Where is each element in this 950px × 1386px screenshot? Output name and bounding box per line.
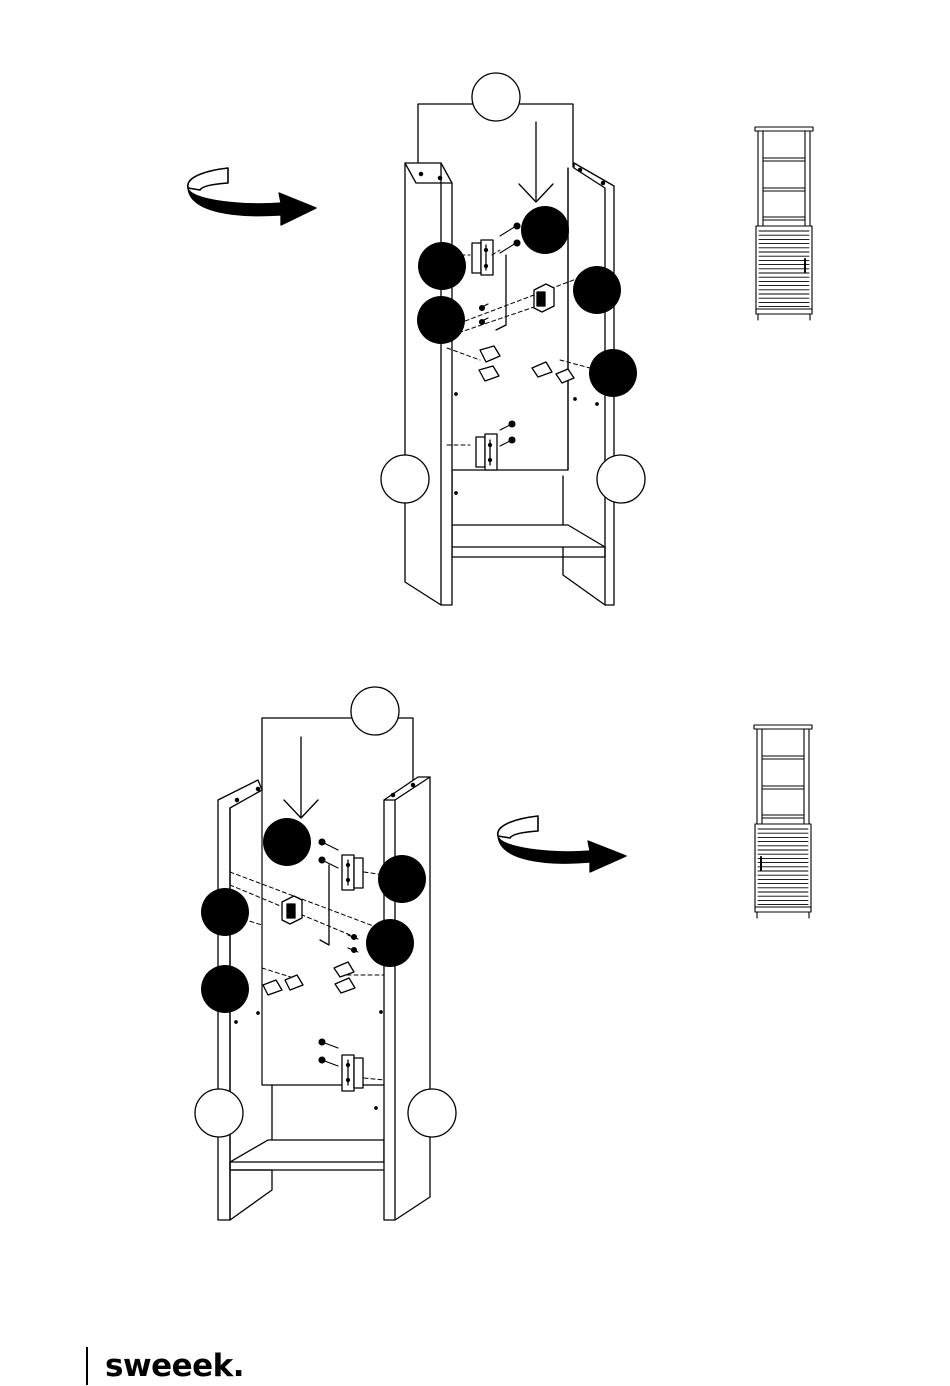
catch-block bbox=[282, 896, 302, 924]
part-label-circle-right bbox=[597, 455, 645, 503]
bottom-shelf bbox=[230, 1140, 384, 1170]
rotate-arrow-icon bbox=[188, 168, 316, 225]
guide-line-solid bbox=[320, 865, 329, 945]
hinge-upper bbox=[342, 855, 363, 890]
brand-name: sweeek. bbox=[105, 1351, 244, 1382]
insert-arrow-icon bbox=[284, 737, 318, 818]
brand-logo: sweeek. bbox=[86, 1346, 244, 1386]
part-label-circle-right bbox=[408, 1089, 456, 1137]
brand-divider bbox=[86, 1347, 88, 1385]
catch-block bbox=[534, 284, 554, 312]
hinge-lower bbox=[476, 434, 497, 470]
corner-blocks bbox=[263, 962, 355, 995]
guide-lines bbox=[230, 872, 384, 1080]
insert-arrow-icon bbox=[519, 122, 553, 202]
rotate-arrow-icon bbox=[498, 816, 626, 872]
left-side-panel bbox=[405, 163, 457, 605]
part-label-circle bbox=[472, 73, 520, 121]
bottom-shelf bbox=[452, 470, 605, 557]
step-a bbox=[188, 73, 813, 605]
hinge-upper bbox=[472, 240, 493, 275]
corner-blocks bbox=[479, 346, 574, 383]
cabinet-preview-icon bbox=[755, 127, 813, 320]
cabinet-preview-icon bbox=[754, 725, 812, 918]
step-b bbox=[195, 687, 812, 1220]
part-label-circle bbox=[351, 687, 399, 735]
part-label-circle-left bbox=[195, 1089, 243, 1137]
part-label-circle-left bbox=[381, 455, 429, 503]
hinge-lower bbox=[342, 1055, 363, 1091]
